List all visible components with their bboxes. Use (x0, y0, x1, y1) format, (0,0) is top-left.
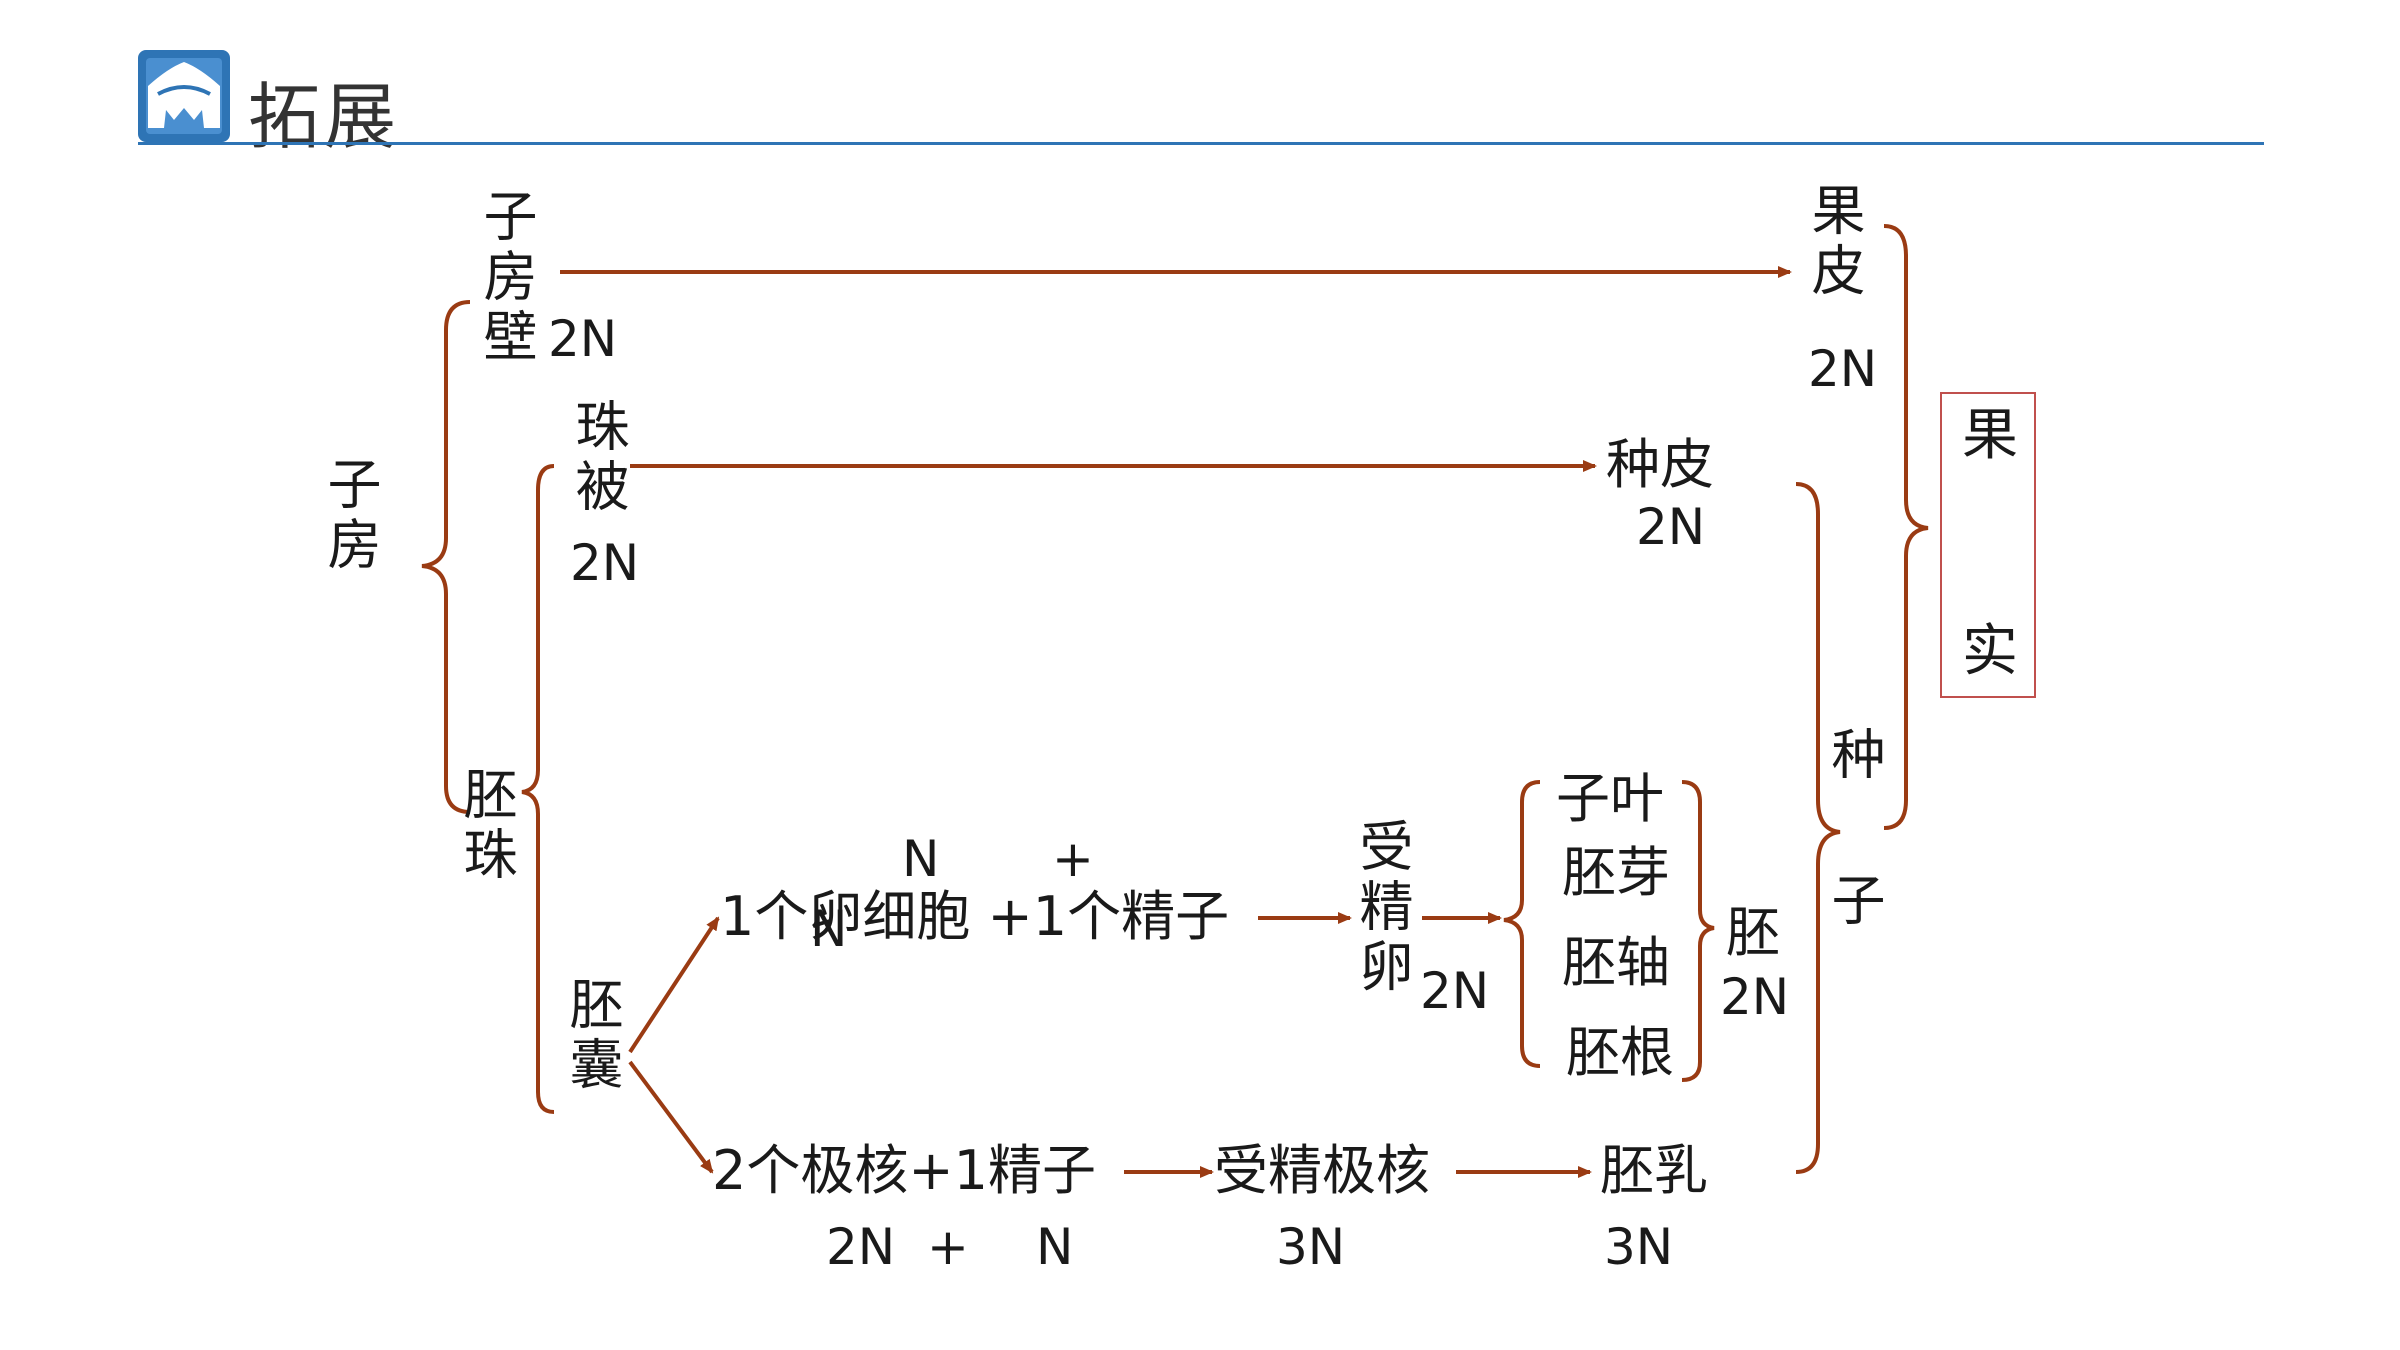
integument-ploidy: 2N (570, 534, 640, 592)
ovary-wall-label: 子房壁 (474, 188, 537, 368)
fertilized-polar-ploidy: 3N (1276, 1218, 1346, 1276)
fertilized-egg-label: 受精卵 (1350, 818, 1413, 998)
polar-plus-sperm-label: 2个极核+1精子 (712, 1139, 1096, 1202)
brace-embryo-parts (1503, 780, 1541, 1068)
egg-ploidy-plus: + (1052, 830, 1094, 888)
plumule-label: 胚芽 (1562, 841, 1670, 904)
embryo-ploidy: 2N (1720, 968, 1790, 1026)
school-logo-icon (138, 50, 230, 142)
cotyledon-label: 子叶 (1556, 767, 1664, 830)
arrow-embryo-sac-to-egg (628, 916, 720, 1054)
seed-coat-ploidy: 2N (1636, 498, 1706, 556)
fertilized-polar-label: 受精极核 (1214, 1139, 1430, 1202)
arrow-embryo-sac-to-polar (628, 1060, 714, 1174)
fruit-box: 果 实 (1940, 392, 2036, 698)
polar-sperm-ploidy: N (1036, 1218, 1074, 1276)
brace-embryo (1681, 780, 1715, 1082)
polar-ploidy: 2N + (826, 1218, 969, 1276)
seed-label: 种子 (1822, 726, 1885, 1018)
hypocotyl-label: 胚轴 (1562, 931, 1670, 994)
integument-label: 珠被 (566, 398, 629, 518)
endosperm-label: 胚乳 (1600, 1139, 1708, 1202)
fertilized-egg-ploidy: 2N (1420, 962, 1490, 1020)
brace-fruit (1883, 224, 1929, 830)
page-title: 拓展 (248, 75, 401, 159)
ovary-label: 子房 (318, 456, 381, 576)
pericarp-label: 果皮 (1802, 182, 1865, 302)
fruit-label-char1: 果 (1962, 403, 2018, 468)
egg-plus-sperm-label: 1个卵细胞 +1个精子 (720, 885, 1230, 948)
seed-coat-label: 种皮 (1606, 433, 1714, 496)
ovule-label: 胚珠 (454, 766, 517, 886)
endosperm-ploidy: 3N (1604, 1218, 1674, 1276)
brace-ovary (421, 300, 471, 814)
embryo-label: 胚 (1726, 901, 1780, 964)
header-divider (138, 142, 2264, 145)
embryo-sac-label: 胚囊 (560, 976, 623, 1096)
egg-ploidy-n2: N (810, 900, 848, 958)
ovary-wall-ploidy: 2N (548, 310, 618, 368)
pericarp-ploidy: 2N (1808, 340, 1878, 398)
radicle-label: 胚根 (1566, 1021, 1674, 1084)
egg-ploidy-n: N (902, 830, 940, 888)
fruit-label-char2: 实 (1962, 619, 2018, 684)
brace-ovule (521, 464, 555, 1114)
brace-seed (1795, 482, 1841, 1174)
